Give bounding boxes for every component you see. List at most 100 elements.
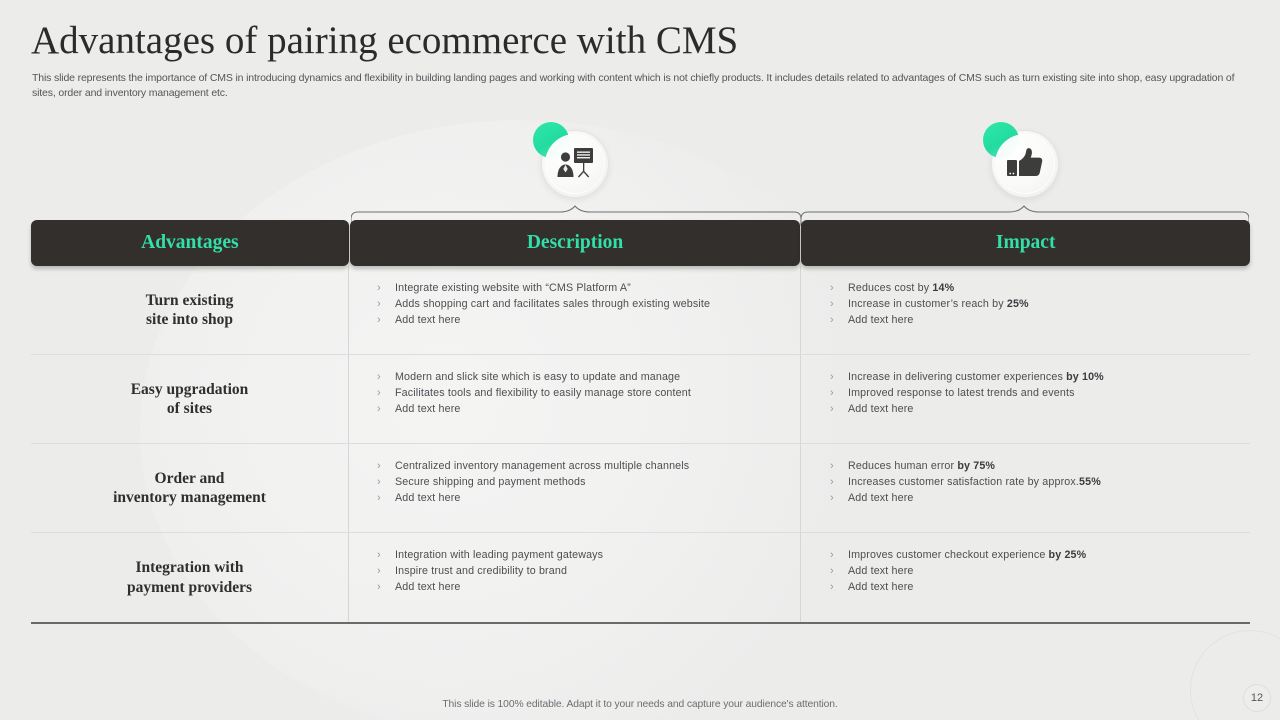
chevron-right-icon: › bbox=[830, 370, 834, 383]
bullet-text: Inspire trust and credibility to brand bbox=[395, 565, 568, 577]
chevron-right-icon: › bbox=[377, 548, 381, 561]
bullet-text: Add text here bbox=[848, 403, 914, 415]
bullet-item: ›Improved response to latest trends and … bbox=[830, 385, 1250, 401]
bullet-emphasis: 14% bbox=[932, 282, 955, 294]
page-title: Advantages of pairing ecommerce with CMS bbox=[31, 19, 739, 62]
badge-inner-ring bbox=[995, 134, 1055, 194]
impact-bullet-list: › Improves customer checkout experience b… bbox=[830, 547, 1250, 595]
bullet-item: ›Increases customer satisfaction rate by… bbox=[830, 474, 1250, 490]
cell-description: › Modern and slick site which is easy to … bbox=[349, 355, 801, 443]
column-header-advantages: Advantages bbox=[31, 220, 349, 266]
bullet-text: Reduces cost by bbox=[848, 282, 933, 294]
chevron-right-icon: › bbox=[830, 313, 834, 326]
chevron-right-icon: › bbox=[830, 580, 834, 593]
bullet-item: ›Reduces human error by 75% bbox=[830, 458, 1250, 474]
bullet-text: Facilitates tools and flexibility to eas… bbox=[395, 387, 691, 399]
bullet-item: ›Integrate existing website with “CMS Pl… bbox=[377, 280, 800, 296]
chevron-right-icon: › bbox=[377, 313, 381, 326]
cell-description: › Integration with leading payment gatewa… bbox=[349, 533, 801, 622]
cell-description: › Centralized inventory management across… bbox=[349, 444, 801, 532]
bullet-text: Integrate existing website with “CMS Pla… bbox=[395, 282, 631, 294]
cell-impact: › Reduces cost by 14% › Increase in custome… bbox=[801, 266, 1250, 354]
chevron-right-icon: › bbox=[377, 491, 381, 504]
bullet-item: › Reduces cost by 14% bbox=[830, 280, 1250, 296]
chevron-right-icon: › bbox=[377, 580, 381, 593]
bullet-emphasis: by 10% bbox=[1066, 371, 1104, 383]
chevron-right-icon: › bbox=[830, 459, 834, 472]
bullet-text: Add text here bbox=[848, 581, 914, 593]
advantages-table: Advantages Description Impact Turn exist… bbox=[31, 220, 1250, 624]
bullet-text: Adds shopping cart and facilitates sales… bbox=[395, 298, 711, 310]
cell-description: › Integrate existing website with “CMS Pl… bbox=[349, 266, 801, 354]
chevron-right-icon: › bbox=[377, 475, 381, 488]
bullet-item: › Increase in customer’s reach by 25% bbox=[830, 296, 1250, 312]
chevron-right-icon: › bbox=[377, 459, 381, 472]
bullet-item: ›Add text here bbox=[377, 579, 800, 595]
chevron-right-icon: › bbox=[830, 297, 834, 310]
bullet-text: Improves customer checkout experience bbox=[848, 549, 1049, 561]
cell-impact: ›Reduces human error by 75%›Increases cu… bbox=[801, 444, 1250, 532]
impact-bullet-list: ›Reduces human error by 75%›Increases cu… bbox=[830, 458, 1250, 506]
thumbs-up-icon bbox=[1007, 148, 1043, 176]
bullet-item: ›Inspire trust and credibility to brand bbox=[377, 563, 800, 579]
bullet-item: › Add text here bbox=[830, 401, 1250, 417]
chevron-right-icon: › bbox=[377, 402, 381, 415]
bullet-item: ›Add text here bbox=[830, 563, 1250, 579]
chevron-right-icon: › bbox=[830, 548, 834, 561]
bullet-emphasis: by 25% bbox=[1048, 549, 1087, 561]
bullet-text: Increase in customer’s reach by bbox=[848, 298, 1007, 310]
bullet-text: Modern and slick site which is easy to u… bbox=[395, 371, 681, 383]
bullet-text: Add text here bbox=[848, 314, 914, 326]
bullet-item: › Adds shopping cart and facilitates sale… bbox=[377, 296, 800, 312]
cell-impact: › Improves customer checkout experience b… bbox=[801, 533, 1250, 622]
chevron-right-icon: › bbox=[830, 491, 834, 504]
chevron-right-icon: › bbox=[377, 370, 381, 383]
description-bullet-list: › Modern and slick site which is easy to … bbox=[377, 369, 800, 417]
bullet-emphasis: 25% bbox=[1006, 298, 1029, 310]
presentation-icon bbox=[557, 148, 593, 178]
thumbs-up-icon-badge bbox=[983, 122, 1059, 198]
description-bullet-list: › Centralized inventory management across… bbox=[377, 458, 800, 506]
bullet-item: › Modern and slick site which is easy to … bbox=[377, 369, 800, 385]
bullet-text: Add text here bbox=[395, 492, 461, 504]
chevron-right-icon: › bbox=[377, 386, 381, 399]
bullet-item: › Add text here bbox=[377, 490, 800, 506]
bullet-text: Add text here bbox=[395, 403, 461, 415]
chevron-right-icon: › bbox=[830, 386, 834, 399]
column-header-description: Description bbox=[349, 220, 801, 266]
bullet-item: › Add text here bbox=[377, 312, 800, 328]
bullet-item: › Integration with leading payment gatewa… bbox=[377, 547, 800, 563]
bullet-text: Increase in delivering customer experien… bbox=[848, 371, 1067, 383]
table-header-row: Advantages Description Impact bbox=[31, 220, 1250, 266]
description-bullet-list: › Integration with leading payment gatewa… bbox=[377, 547, 800, 595]
bullet-item: › Add text here bbox=[830, 490, 1250, 506]
bullet-text: Integration with leading payment gateway… bbox=[395, 549, 604, 561]
bullet-emphasis: 55% bbox=[1079, 476, 1101, 488]
impact-bullet-list: › Reduces cost by 14% › Increase in custome… bbox=[830, 280, 1250, 328]
footer-note: This slide is 100% editable. Adapt it to… bbox=[442, 699, 838, 710]
chevron-right-icon: › bbox=[830, 402, 834, 415]
chevron-right-icon: › bbox=[830, 475, 834, 488]
bullet-item: › Improves customer checkout experience b… bbox=[830, 547, 1250, 563]
bullet-item: › Add text here bbox=[830, 579, 1250, 595]
column-header-impact: Impact bbox=[801, 220, 1250, 266]
chevron-right-icon: › bbox=[830, 281, 834, 294]
bullet-text: Add text here bbox=[848, 492, 914, 504]
bullet-emphasis: by 75% bbox=[957, 460, 996, 472]
bullet-text: Centralized inventory management across … bbox=[395, 460, 690, 472]
page-number: 12 bbox=[1243, 684, 1271, 712]
slide-subtitle: This slide represents the importance of … bbox=[32, 72, 1235, 99]
chevron-right-icon: › bbox=[377, 297, 381, 310]
presentation-icon-badge bbox=[533, 122, 609, 198]
cell-impact: › Increase in delivering customer experie… bbox=[801, 355, 1250, 443]
impact-bullet-list: › Increase in delivering customer experie… bbox=[830, 369, 1250, 417]
bullet-text: Add text here bbox=[848, 565, 914, 577]
bullet-text: Add text here bbox=[395, 314, 461, 326]
